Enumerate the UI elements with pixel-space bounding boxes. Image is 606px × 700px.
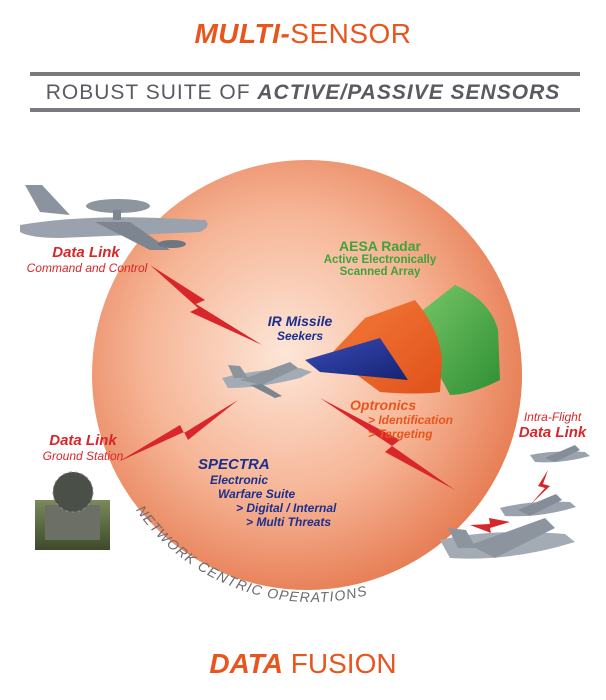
datalink-gs-subtitle: Ground Station: [28, 449, 138, 463]
footer-title-bold: DATA: [209, 648, 283, 679]
intraflight-title: Data Link: [505, 424, 600, 441]
spectra-item-2: > Multi Threats: [198, 515, 378, 529]
spectra-line1: Electronic: [198, 473, 378, 487]
datalink-gs-title: Data Link: [28, 432, 138, 449]
optronics-label: Optronics > Identification > Targeting: [350, 397, 470, 441]
aesa-label: AESA Radar Active Electronically Scanned…: [300, 238, 460, 278]
ir-missile-subtitle: Seekers: [255, 329, 345, 343]
aesa-line1: Active Electronically: [300, 254, 460, 266]
intraflight-bolt-2: [470, 518, 510, 533]
spectra-label: SPECTRA Electronic Warfare Suite > Digit…: [198, 456, 378, 529]
intraflight-subtitle: Intra-Flight: [505, 410, 600, 424]
datalink-cc-title: Data Link: [36, 244, 136, 261]
ir-missile-label: IR Missile Seekers: [255, 313, 345, 343]
footer-title: DATA FUSION: [0, 648, 606, 680]
aesa-title: AESA Radar: [300, 238, 460, 254]
intraflight-label: Intra-Flight Data Link: [505, 410, 600, 441]
optronics-item-1: > Identification: [350, 413, 470, 427]
datalink-cc-label: Data Link Command and Control: [36, 244, 136, 275]
datalink-cc-subtitle: Command and Control: [22, 261, 152, 275]
spectra-item-1: > Digital / Internal: [198, 501, 378, 515]
optronics-item-2: > Targeting: [350, 427, 470, 441]
aesa-line2: Scanned Array: [300, 266, 460, 278]
ir-missile-title: IR Missile: [255, 313, 345, 329]
optronics-title: Optronics: [350, 397, 470, 413]
ground-station-icon: [35, 472, 110, 550]
datalink-gs-label: Data Link Ground Station: [28, 432, 138, 463]
footer-title-regular: FUSION: [283, 648, 397, 679]
spectra-line2: Warfare Suite: [198, 487, 378, 501]
spectra-title: SPECTRA: [198, 456, 378, 473]
